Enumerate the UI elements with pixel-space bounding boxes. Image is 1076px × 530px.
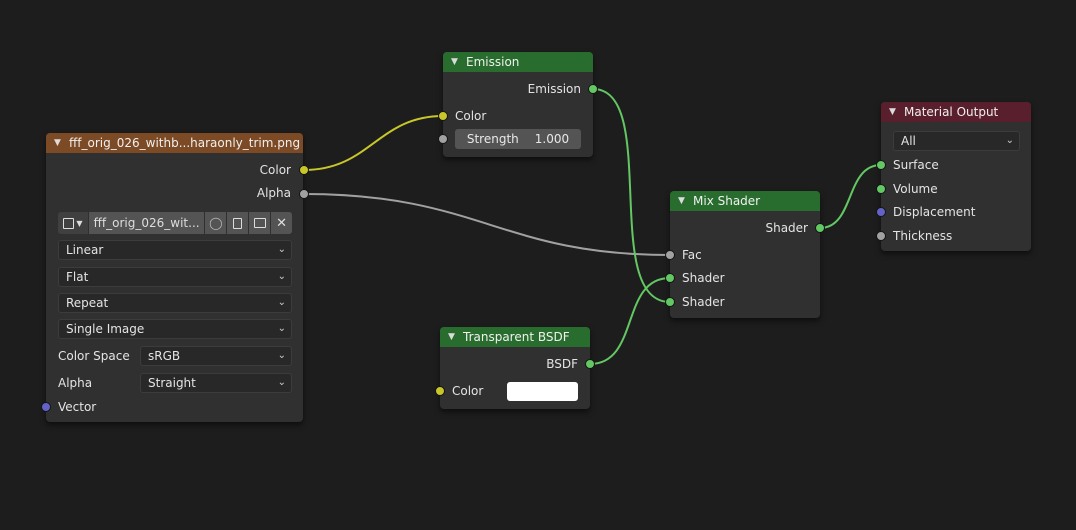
image-alpha-output-socket[interactable] xyxy=(299,189,309,199)
copy-icon xyxy=(233,217,243,229)
chevron-down-icon: ⌄ xyxy=(277,350,286,361)
target-value: All xyxy=(901,134,916,148)
image-browse-button[interactable]: ▼ xyxy=(58,212,88,234)
collapse-chevron-icon[interactable]: ▼ xyxy=(451,57,458,67)
collapse-chevron-icon[interactable]: ▼ xyxy=(448,332,455,342)
output-emission-label: Emission xyxy=(527,82,581,96)
image-selector-bar: ▼ fff_orig_026_wit... ◯ ✕ xyxy=(58,212,292,234)
chevron-down-icon: ⌄ xyxy=(277,244,286,255)
input-color-label: Color xyxy=(455,109,487,123)
strength-label: Strength xyxy=(466,132,519,146)
emission-node[interactable]: ▼ Emission Emission Color Strength 1.000 xyxy=(443,52,593,157)
close-icon: ✕ xyxy=(276,215,287,231)
source-dropdown[interactable]: Single Image ⌄ xyxy=(58,319,292,339)
color-space-dropdown[interactable]: sRGB ⌄ xyxy=(140,346,292,366)
link-transparent-to-mix-shader1[interactable] xyxy=(589,277,671,365)
input-fac-label: Fac xyxy=(682,248,702,262)
collapse-chevron-icon[interactable]: ▼ xyxy=(678,196,685,206)
input-shader1-label: Shader xyxy=(682,271,725,285)
source-value: Single Image xyxy=(66,322,145,336)
transparent-bsdf-node-header[interactable]: ▼ Transparent BSDF xyxy=(440,327,590,347)
color-space-value: sRGB xyxy=(148,349,181,363)
image-texture-node-header[interactable]: ▼ fff_orig_026_withb...haraonly_trim.png xyxy=(46,133,303,153)
image-texture-node-title: fff_orig_026_withb...haraonly_trim.png xyxy=(69,136,301,150)
alpha-mode-dropdown[interactable]: Straight ⌄ xyxy=(140,373,292,393)
input-color-label: Color xyxy=(452,384,484,398)
input-displacement-label: Displacement xyxy=(893,205,976,219)
input-surface-label: Surface xyxy=(893,158,939,172)
mix-shader-node[interactable]: ▼ Mix Shader Shader Fac Shader Shader xyxy=(670,191,820,318)
output-bsdf-label: BSDF xyxy=(546,357,578,371)
strength-value: 1.000 xyxy=(534,132,570,146)
output-alpha-label: Alpha xyxy=(256,186,291,200)
image-name-field[interactable]: fff_orig_026_wit... xyxy=(88,212,205,234)
interpolation-value: Linear xyxy=(66,243,104,257)
output-surface-input-socket[interactable] xyxy=(876,160,886,170)
target-dropdown[interactable]: All ⌄ xyxy=(893,131,1020,151)
mix-shader2-input-socket[interactable] xyxy=(665,297,675,307)
mix-shader1-input-socket[interactable] xyxy=(665,273,675,283)
extension-value: Repeat xyxy=(66,296,109,310)
chevron-down-icon: ⌄ xyxy=(277,323,286,334)
stack-icon xyxy=(253,218,266,228)
strength-field[interactable]: Strength 1.000 xyxy=(455,129,581,149)
shield-icon: ◯ xyxy=(209,216,223,230)
input-volume-label: Volume xyxy=(893,182,938,196)
input-vector-label: Vector xyxy=(58,400,97,414)
output-volume-input-socket[interactable] xyxy=(876,184,886,194)
color-space-label: Color Space xyxy=(58,349,130,363)
image-texture-node[interactable]: ▼ fff_orig_026_withb...haraonly_trim.png… xyxy=(46,133,303,422)
image-color-output-socket[interactable] xyxy=(299,165,309,175)
link-mix-to-output-surface[interactable] xyxy=(819,164,882,229)
duplicate-image-button[interactable] xyxy=(227,212,249,234)
interpolation-dropdown[interactable]: Linear ⌄ xyxy=(58,240,292,260)
bsdf-output-socket[interactable] xyxy=(585,359,595,369)
emission-output-socket[interactable] xyxy=(588,84,598,94)
mix-fac-input-socket[interactable] xyxy=(665,250,675,260)
emission-strength-input-socket[interactable] xyxy=(438,134,448,144)
chevron-down-icon: ⌄ xyxy=(277,297,286,308)
transparent-bsdf-node-title: Transparent BSDF xyxy=(463,330,570,344)
transparent-color-input-socket[interactable] xyxy=(435,386,445,396)
transparent-bsdf-node[interactable]: ▼ Transparent BSDF BSDF Color xyxy=(440,327,590,409)
material-output-node[interactable]: ▼ Material Output All ⌄ Surface Volume D… xyxy=(881,102,1031,251)
collapse-chevron-icon[interactable]: ▼ xyxy=(889,107,896,117)
extension-dropdown[interactable]: Repeat ⌄ xyxy=(58,293,292,313)
emission-color-input-socket[interactable] xyxy=(438,111,448,121)
color-swatch[interactable] xyxy=(507,382,578,401)
output-thickness-input-socket[interactable] xyxy=(876,231,886,241)
output-color-label: Color xyxy=(259,163,291,177)
emission-node-title: Emission xyxy=(466,55,520,69)
input-thickness-label: Thickness xyxy=(893,229,953,243)
image-icon xyxy=(63,217,75,229)
material-output-node-header[interactable]: ▼ Material Output xyxy=(881,102,1031,122)
mix-shader-node-title: Mix Shader xyxy=(693,194,761,208)
projection-value: Flat xyxy=(66,270,89,284)
fake-user-button[interactable]: ◯ xyxy=(205,212,227,234)
output-shader-label: Shader xyxy=(765,221,808,235)
unlink-image-button[interactable]: ✕ xyxy=(271,212,292,234)
collapse-chevron-icon[interactable]: ▼ xyxy=(54,138,61,148)
link-image-color-to-emission-color[interactable] xyxy=(303,115,444,171)
mix-shader-output-socket[interactable] xyxy=(815,223,825,233)
chevron-down-icon: ⌄ xyxy=(277,377,286,388)
alpha-mode-label: Alpha xyxy=(58,376,93,390)
image-vector-input-socket[interactable] xyxy=(41,402,51,412)
chevron-down-icon: ⌄ xyxy=(277,271,286,282)
alpha-mode-value: Straight xyxy=(148,376,196,390)
emission-node-header[interactable]: ▼ Emission xyxy=(443,52,593,72)
open-image-button[interactable] xyxy=(249,212,271,234)
material-output-node-title: Material Output xyxy=(904,105,999,119)
input-shader2-label: Shader xyxy=(682,295,725,309)
projection-dropdown[interactable]: Flat ⌄ xyxy=(58,267,292,287)
link-emission-to-mix-shader2[interactable] xyxy=(592,88,671,303)
output-displacement-input-socket[interactable] xyxy=(876,207,886,217)
chevron-down-icon: ▼ xyxy=(76,218,83,228)
chevron-down-icon: ⌄ xyxy=(1005,135,1014,146)
mix-shader-node-header[interactable]: ▼ Mix Shader xyxy=(670,191,820,211)
link-image-alpha-to-mix-fac[interactable] xyxy=(303,193,671,256)
